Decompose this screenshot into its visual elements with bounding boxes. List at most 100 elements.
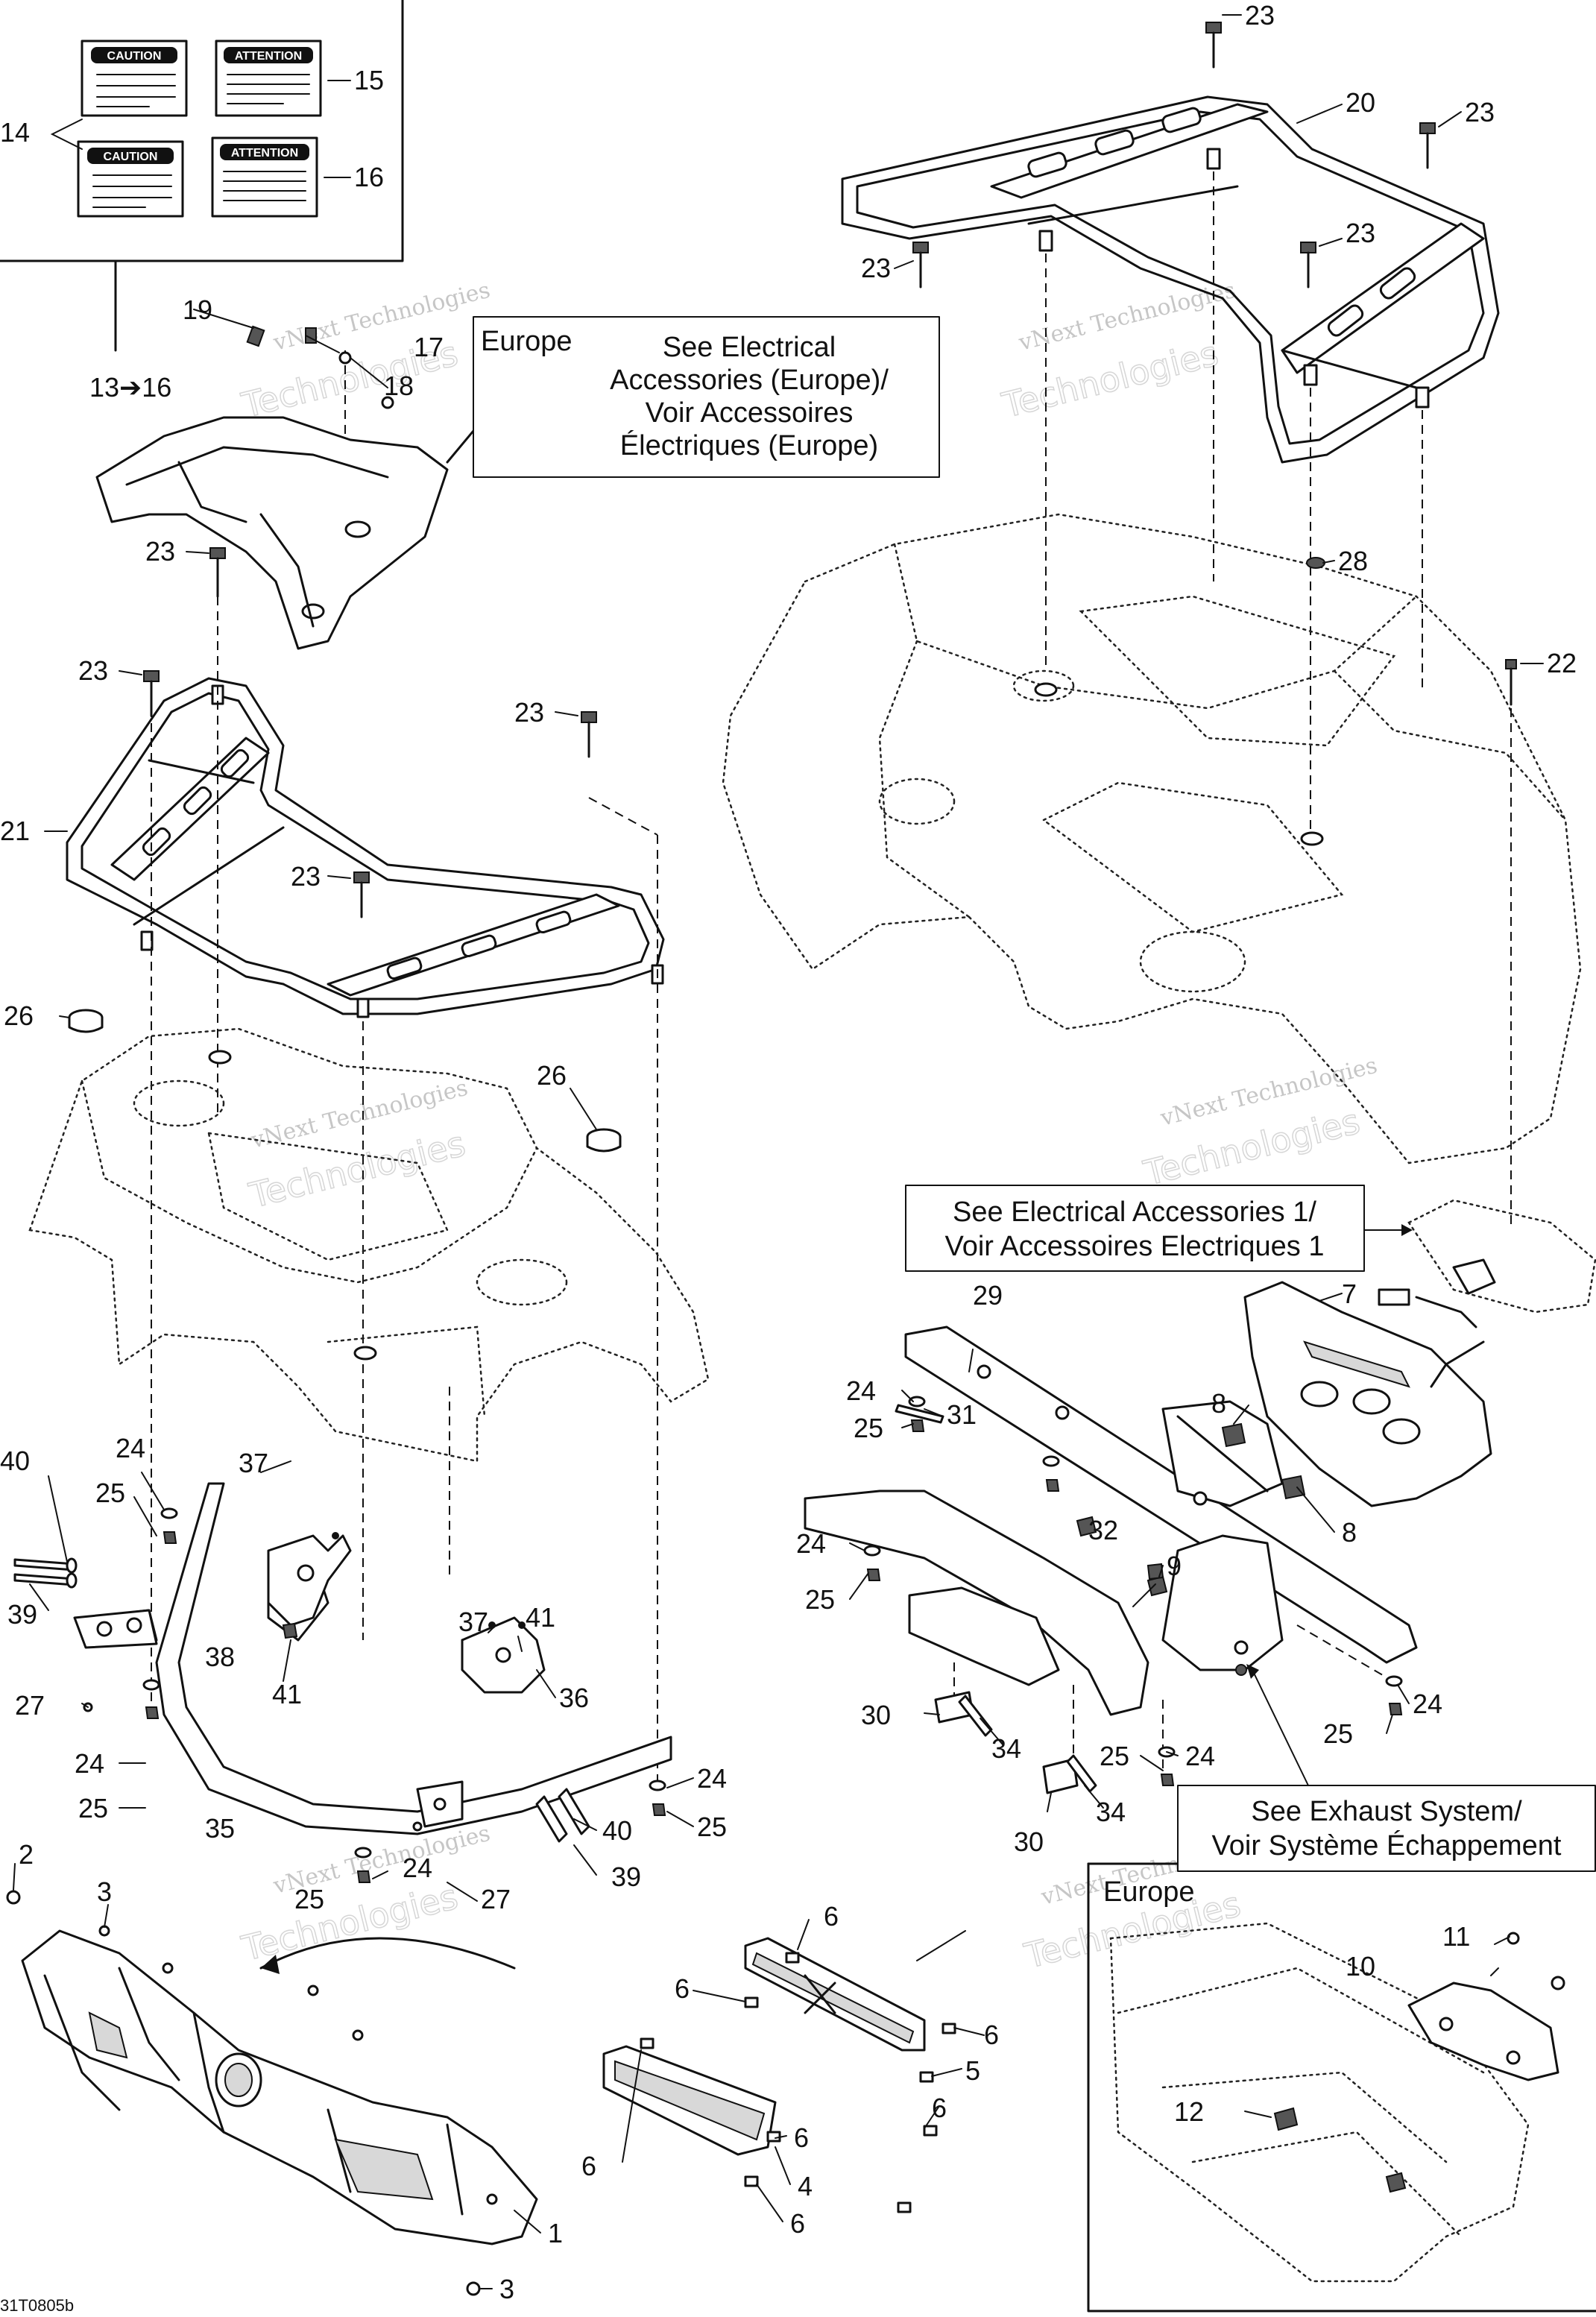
callout-20: 20 xyxy=(1346,87,1375,118)
callout-26: 26 xyxy=(4,1000,34,1031)
callout-3: 3 xyxy=(97,1876,112,1907)
bracket-27a xyxy=(73,1609,158,1649)
callout-23: 23 xyxy=(1465,97,1495,127)
callout-23: 23 xyxy=(514,697,544,728)
callout-24: 24 xyxy=(796,1528,826,1559)
sticker-kit-box: CAUTION ATTENTION CAUTION ATTENTION xyxy=(0,0,404,352)
callout-23: 23 xyxy=(145,536,175,567)
front-rack xyxy=(66,552,665,1789)
note-line: Électriques (Europe) xyxy=(620,429,878,461)
watermark-2: vNext Technologies Technologies xyxy=(997,277,1238,426)
callout-30: 30 xyxy=(1014,1826,1044,1857)
taillight-housing xyxy=(1243,1281,1492,1507)
callout-37: 37 xyxy=(458,1607,488,1637)
grille-insert-4 xyxy=(602,2045,777,2156)
sticker-title: CAUTION xyxy=(104,151,158,163)
callout-23: 23 xyxy=(291,861,321,892)
callout-30: 30 xyxy=(861,1700,891,1730)
callout-25: 25 xyxy=(697,1812,727,1842)
callout-25: 25 xyxy=(1100,1741,1129,1771)
callout-6: 6 xyxy=(824,1901,839,1932)
callout-39: 39 xyxy=(7,1599,37,1630)
front-fender xyxy=(28,1027,710,1463)
watermark-text: vNext Technologies xyxy=(270,277,493,356)
light-unit-electrical xyxy=(1378,1199,1596,1388)
callout-9: 9 xyxy=(1167,1551,1182,1581)
callout-23: 23 xyxy=(78,655,108,686)
callout-2: 2 xyxy=(19,1839,34,1870)
callout-23: 23 xyxy=(1346,218,1375,248)
note-line: See Exhaust System/ xyxy=(1251,1796,1522,1827)
watermark-5: vNext Technologies Technologies xyxy=(237,1820,493,1970)
hitch-bracket-30b xyxy=(1042,1758,1079,1794)
callout-22: 22 xyxy=(1547,648,1577,678)
callout-6: 6 xyxy=(794,2122,809,2153)
sticker-title: CAUTION xyxy=(107,50,162,63)
callout-25: 25 xyxy=(805,1584,835,1615)
callout-14: 14 xyxy=(0,117,30,148)
note-electrical-europe: Europe See Electrical Accessories (Europ… xyxy=(473,316,940,478)
callout-13-to-16: 13➔16 xyxy=(89,372,171,403)
europe-console-assembly xyxy=(95,325,597,650)
callout-29: 29 xyxy=(973,1280,1003,1311)
rubber-grommet-8b xyxy=(1281,1475,1306,1500)
callout-16: 16 xyxy=(354,162,384,192)
note-line: Voir Accessoires xyxy=(646,397,854,429)
callout-6: 6 xyxy=(984,2020,999,2050)
callout-27: 27 xyxy=(15,1690,45,1721)
callout-19: 19 xyxy=(183,294,212,325)
callout-25: 25 xyxy=(854,1413,883,1443)
callout-35: 35 xyxy=(205,1813,235,1844)
callout-26: 26 xyxy=(537,1060,567,1091)
attention-sticker-2: ATTENTION xyxy=(211,136,318,218)
callout-31: 31 xyxy=(947,1399,977,1430)
grille-insert-5 xyxy=(744,1937,926,2052)
callout-38: 38 xyxy=(205,1642,235,1672)
callout-34: 34 xyxy=(1096,1797,1126,1827)
callout-6: 6 xyxy=(790,2208,805,2239)
note-line: See Electrical Accessories 1/ xyxy=(953,1197,1316,1228)
callout-24: 24 xyxy=(1185,1741,1215,1771)
sticker-title: ATTENTION xyxy=(235,50,302,63)
attention-sticker-1: ATTENTION xyxy=(215,40,322,117)
callout-12: 12 xyxy=(1174,2096,1204,2127)
bracket-36 xyxy=(461,1616,546,1694)
callout-41: 41 xyxy=(526,1602,555,1633)
rear-fender xyxy=(722,513,1582,1164)
watermark-text: Technologies xyxy=(238,1876,462,1969)
callout-18: 18 xyxy=(384,371,414,401)
diagram-id: 31T0805b xyxy=(0,2296,74,2315)
callout-34: 34 xyxy=(991,1733,1021,1764)
callout-40: 40 xyxy=(602,1815,632,1846)
callout-8: 8 xyxy=(1342,1517,1357,1548)
note-line: Voir Accessoires Electriques 1 xyxy=(944,1231,1324,1262)
europe-tag: Europe xyxy=(481,326,573,357)
callout-8: 8 xyxy=(1211,1388,1226,1419)
callout-6: 6 xyxy=(675,1973,690,2004)
callout-24: 24 xyxy=(697,1763,727,1794)
watermark-4: vNext Technologies Technologies xyxy=(1139,1053,1380,1194)
note-electrical-accessories-1: See Electrical Accessories 1/ Voir Acces… xyxy=(905,1185,1413,1272)
callout-28: 28 xyxy=(1338,546,1368,576)
callout-37: 37 xyxy=(239,1448,268,1478)
rubber-grommet-8a xyxy=(1221,1422,1246,1448)
bracket-38 xyxy=(267,1532,352,1639)
callout-27: 27 xyxy=(481,1884,511,1914)
bolts-23 xyxy=(143,22,1517,1230)
callout-25: 25 xyxy=(78,1793,108,1823)
callout-25: 25 xyxy=(294,1884,324,1914)
note-line: See Electrical xyxy=(663,332,836,363)
callout-15: 15 xyxy=(354,65,384,95)
callout-6: 6 xyxy=(581,2151,596,2181)
callout-10: 10 xyxy=(1346,1951,1375,1982)
callout-39: 39 xyxy=(611,1862,641,1892)
callout-1: 1 xyxy=(548,2218,563,2248)
note-line: Accessories (Europe)/ xyxy=(610,365,889,396)
europe-inset-tag: Europe xyxy=(1103,1876,1195,1908)
callout-11: 11 xyxy=(1442,1921,1470,1952)
note-exhaust-system: See Exhaust System/ Voir Système Échappe… xyxy=(1177,1664,1596,1872)
callout-17: 17 xyxy=(414,332,444,362)
leader-lines xyxy=(13,14,1544,2289)
watermark-3: vNext Technologies Technologies xyxy=(245,1075,470,1217)
